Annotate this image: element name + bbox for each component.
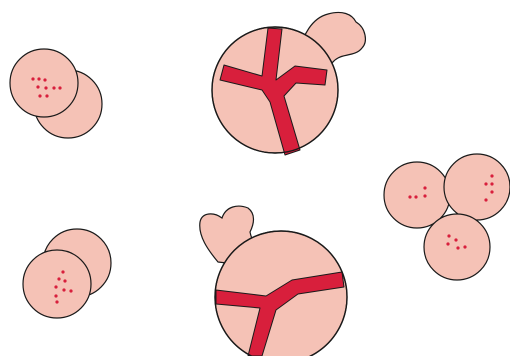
dot xyxy=(408,195,411,198)
dot xyxy=(454,238,457,241)
dot xyxy=(44,86,47,89)
dot xyxy=(36,85,39,88)
dot xyxy=(490,190,493,193)
dot xyxy=(63,279,66,282)
dot xyxy=(414,195,417,198)
dot xyxy=(490,174,493,177)
dot xyxy=(446,242,449,245)
dot xyxy=(423,194,426,197)
front-circle xyxy=(10,49,78,117)
front-circle xyxy=(23,250,91,318)
dot xyxy=(61,270,64,273)
dot xyxy=(456,246,459,249)
large-cell-top xyxy=(212,12,365,155)
double-circle-bottom-left xyxy=(23,229,111,318)
dot xyxy=(57,277,60,280)
triple-circle-right xyxy=(384,154,510,280)
dot xyxy=(55,300,58,303)
circle-right xyxy=(444,154,510,220)
dot xyxy=(45,94,48,97)
dot xyxy=(490,182,493,185)
dot xyxy=(69,289,72,292)
dot xyxy=(447,234,450,237)
dot xyxy=(37,77,40,80)
dot xyxy=(54,294,57,297)
dot xyxy=(58,86,61,89)
dot xyxy=(38,94,41,97)
large-cell-bottom xyxy=(200,206,347,356)
dot xyxy=(484,182,487,185)
dot xyxy=(463,245,466,248)
dot xyxy=(423,186,426,189)
dot xyxy=(62,288,65,291)
dot xyxy=(52,86,55,89)
dot xyxy=(31,77,34,80)
dot xyxy=(484,198,487,201)
dot xyxy=(43,78,46,81)
double-circle-top-left xyxy=(10,49,102,138)
dot xyxy=(54,285,57,288)
